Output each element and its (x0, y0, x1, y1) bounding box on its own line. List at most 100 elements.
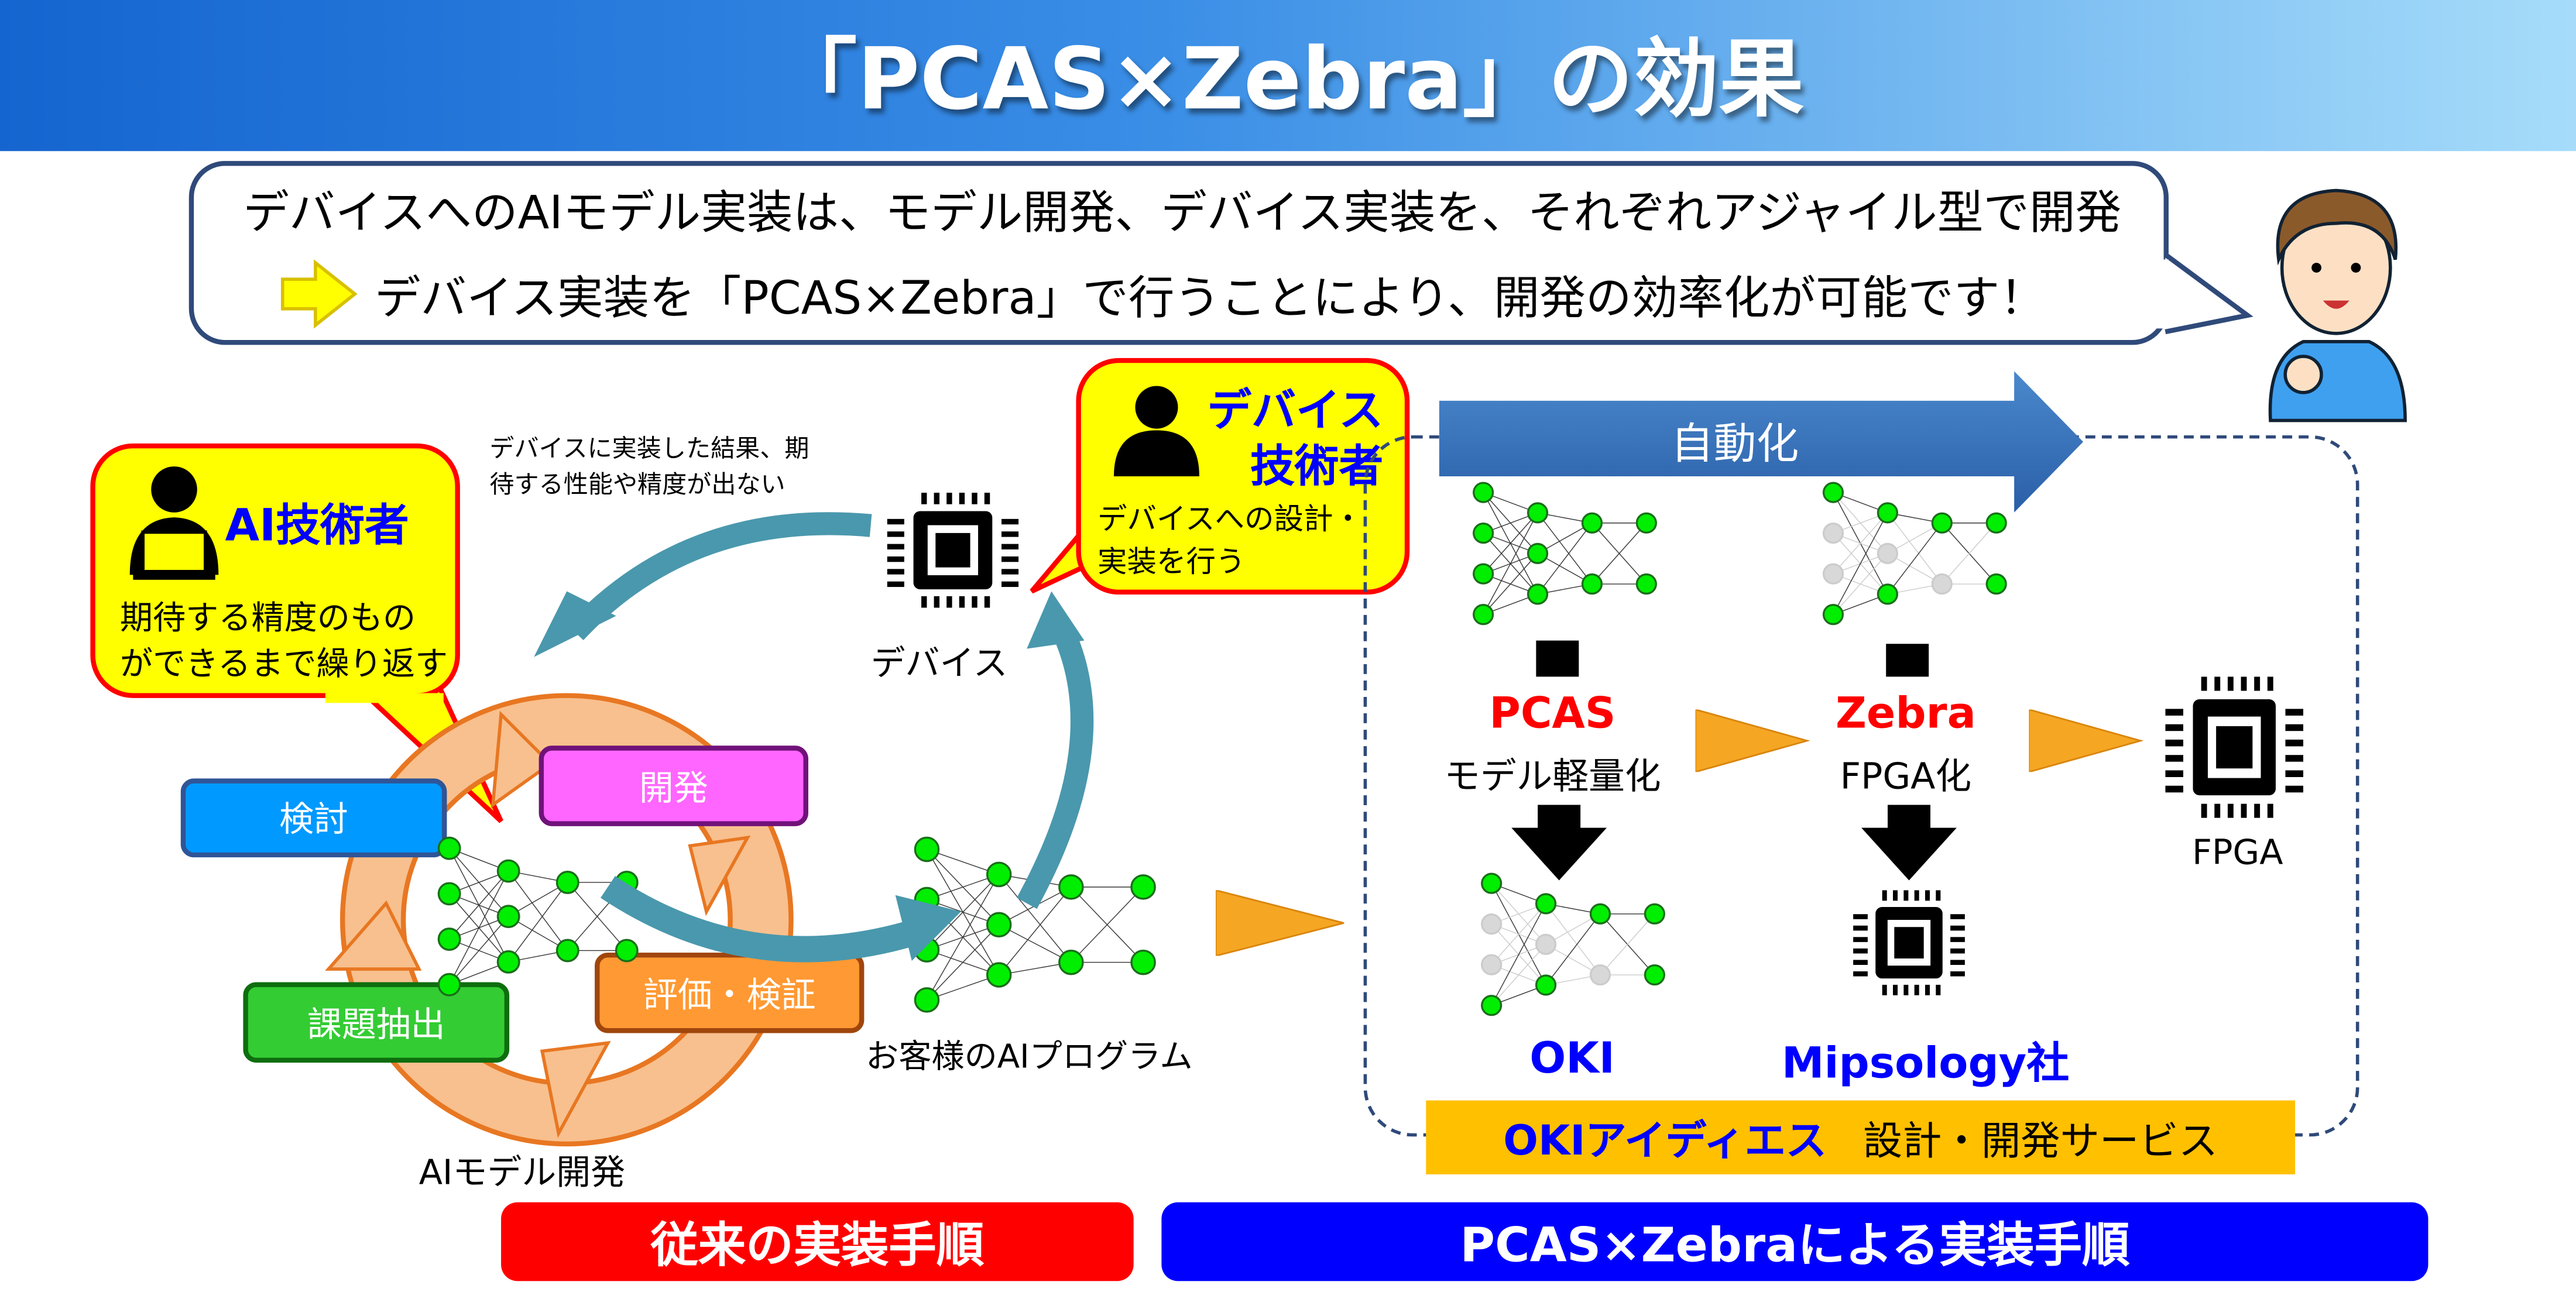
pcas-name: PCAS (1489, 689, 1616, 740)
yellow-arrow-icon (280, 259, 358, 329)
device-chip-icon (887, 493, 1019, 608)
neural-net-pruned (1822, 482, 2007, 626)
fpga-label: FPGA (2192, 833, 2283, 872)
device-engineer-title1: デバイス (1207, 386, 1384, 437)
nn-node (1527, 583, 1549, 605)
nn-node (1644, 903, 1665, 925)
nn-node (1481, 913, 1503, 935)
down-arrow-icon (1861, 805, 1957, 881)
message-line1: デバイスへのAIモデル実装は、モデル開発、デバイス実装を、それぞれアジャイル型で… (243, 185, 2122, 240)
nn-node (986, 962, 1012, 988)
person-character-icon (2268, 188, 2407, 422)
fpga-chip-icon (2165, 676, 2304, 818)
hatched-arrow-icon (2029, 709, 2144, 772)
nn-node (914, 987, 940, 1013)
neural-net-model (437, 836, 639, 997)
bubble-tail (2152, 252, 2253, 335)
nn-node (437, 927, 461, 951)
nn-node (1985, 573, 2007, 595)
neural-net-lightweight (1481, 872, 1665, 1016)
nn-node (1473, 482, 1494, 503)
cycle-step-study: 検討 (180, 778, 447, 858)
ai-engineer-title: AI技術者 (225, 501, 409, 552)
nn-node (986, 861, 1012, 888)
automation-arrow (1439, 371, 2084, 513)
block-icon (1536, 640, 1579, 677)
block-icon (1886, 644, 1929, 677)
service-company: OKIアイディエス (1503, 1116, 1827, 1164)
cycle-step-issues: 課題抽出 (243, 982, 510, 1063)
nn-node (555, 871, 579, 894)
pcas-desc: モデル軽量化 (1444, 757, 1661, 799)
cycle-ring (325, 693, 794, 1147)
feedback-caption-line2: 待する性能や精度が出ない (489, 469, 786, 500)
ai-engineer-text2: ができるまで繰り返す (119, 644, 448, 683)
nn-node (437, 836, 461, 860)
fpga-chip-small-icon (1853, 890, 1965, 995)
nn-node (1058, 949, 1084, 975)
nn-node (496, 905, 520, 929)
nn-node (437, 882, 461, 906)
conventional-procedure-button[interactable]: 従来の実装手順 (501, 1202, 1134, 1281)
person-icon (1114, 386, 1199, 476)
nn-node (1589, 964, 1611, 986)
device-engineer-title2: 技術者 (1250, 442, 1384, 493)
nn-node (1877, 583, 1898, 605)
neural-net-original (1473, 482, 1657, 626)
pcas-vendor: OKI (1529, 1035, 1615, 1084)
nn-node (1822, 563, 1844, 585)
nn-node (1473, 523, 1494, 544)
zebra-name: Zebra (1835, 689, 1976, 740)
nn-node (1985, 512, 2007, 534)
nn-node (986, 912, 1012, 937)
nn-node (555, 939, 579, 963)
nn-node (1535, 893, 1557, 915)
nn-node (1581, 573, 1603, 595)
hatched-arrow-icon (1695, 709, 1810, 772)
down-arrow-icon (1511, 805, 1607, 881)
device-engineer-bubble (1076, 358, 1410, 595)
nn-node (1473, 563, 1494, 585)
nn-node (1822, 523, 1844, 544)
nn-node (1058, 874, 1084, 900)
nn-node (1822, 482, 1844, 503)
service-desc: 設計・開発サービス (1862, 1118, 2218, 1165)
device-engineer-text2: 実装を行う (1097, 545, 1246, 580)
zebra-vendor: Mipsology社 (1781, 1039, 2070, 1089)
nn-node (1481, 872, 1503, 894)
cycle-step-evaluate: 評価・検証 (595, 952, 865, 1033)
nn-node (1931, 512, 1953, 534)
nn-node (1931, 573, 1953, 595)
nn-node (1877, 542, 1898, 564)
nn-node (496, 950, 520, 974)
pcas-zebra-procedure-button[interactable]: PCAS×Zebraによる実装手順 (1161, 1202, 2428, 1281)
feedback-caption-line1: デバイスに実装した結果、期 (489, 433, 809, 463)
nn-node (1481, 954, 1503, 975)
nn-node (1635, 512, 1657, 534)
nn-node (1644, 964, 1665, 986)
nn-node (1877, 502, 1898, 524)
service-bar: OKIアイディエス 設計・開発サービス (1426, 1100, 2296, 1174)
customer-program-label: お客様のAIプログラム (866, 1036, 1193, 1076)
flow-arrows (534, 512, 1094, 963)
automation-label: 自動化 (1671, 420, 1799, 470)
ai-engineer-text1: 期待する精度のもの (119, 597, 416, 638)
cycle-label: AIモデル開発 (419, 1153, 626, 1193)
nn-node (1635, 573, 1657, 595)
page-title: 「PCAS×Zebra」の効果 (771, 31, 1805, 130)
nn-node (1481, 995, 1503, 1016)
nn-node (1581, 512, 1603, 534)
nn-node (1527, 542, 1549, 564)
message-line2: デバイス実装を「PCAS×Zebra」で行うことにより、開発の効率化が可能です！ (374, 271, 2046, 325)
nn-node (1535, 933, 1557, 956)
cycle-step-develop: 開発 (538, 745, 808, 826)
nn-node (1130, 874, 1156, 900)
nn-node (615, 939, 639, 963)
nn-node (1527, 502, 1549, 524)
device-label: デバイス (870, 644, 1008, 683)
nn-node (437, 973, 461, 997)
nn-node (1473, 604, 1494, 626)
nn-node (1535, 974, 1557, 996)
nn-node (914, 836, 940, 863)
